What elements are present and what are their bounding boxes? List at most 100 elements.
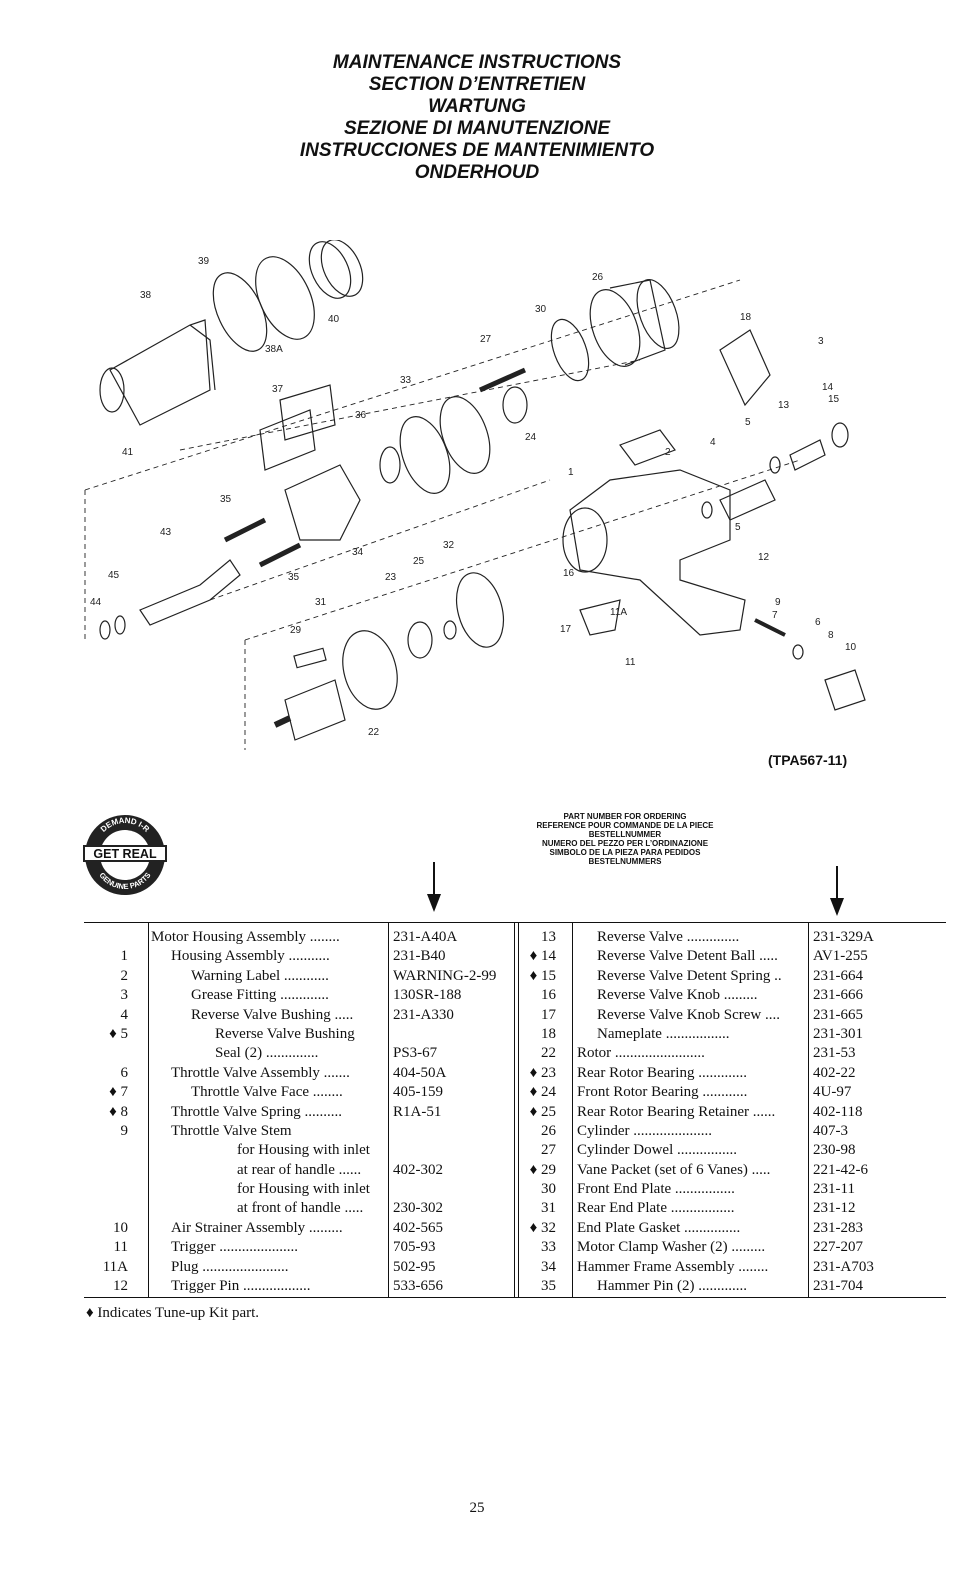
vane: [293, 647, 327, 669]
part-description: Throttle Valve Spring ..........: [171, 1103, 342, 1120]
part-description: Motor Housing Assembly ........: [151, 929, 340, 945]
down-arrow-icon: [830, 866, 844, 916]
part-description: Rear Rotor Bearing Retainer ......: [577, 1103, 776, 1120]
warning-label: [619, 429, 676, 466]
part-number: 130SR-188: [393, 987, 462, 1004]
table-row: Seal (2) .............. PS3-67: [84, 1044, 514, 1063]
header-line: NUMERO DEL PEZZO PER L’ORDINAZIONE: [541, 839, 709, 848]
part-description: Reverse Valve Bushing: [215, 1025, 355, 1042]
part-number: 402-118: [813, 1103, 863, 1120]
item-number: ♦ 23: [529, 1064, 556, 1081]
reverse-valve: [789, 439, 826, 471]
part-description: Air Strainer Assembly .........: [171, 1219, 343, 1236]
title-line: WARTUNG: [428, 96, 526, 117]
cylinder: [589, 279, 680, 367]
part-description: Rear End Plate .................: [577, 1200, 735, 1217]
callout: 6: [815, 617, 821, 628]
table-row: Motor Housing Assembly ........ 231-A40A: [84, 928, 514, 947]
part-number: WARNING-2-99: [393, 967, 497, 984]
item-number: 33: [541, 1239, 556, 1256]
end-cap: [308, 240, 364, 299]
part-description: Grease Fitting .............: [191, 987, 329, 1004]
item-number: 10: [113, 1219, 128, 1236]
part-description: Vane Packet (set of 6 Vanes) .....: [577, 1161, 771, 1178]
clamp-washer: [439, 396, 491, 474]
retaining-ring: [114, 615, 126, 635]
callout: 15: [828, 394, 840, 405]
table-row: for Housing with inlet: [84, 1180, 514, 1199]
callout: 17: [560, 624, 572, 635]
part-number: 231-704: [813, 1278, 863, 1295]
callout: 2: [665, 447, 671, 458]
callout: 37: [272, 384, 284, 395]
bearing-retainer: [443, 620, 457, 640]
item-number: 11A: [102, 1258, 128, 1275]
callout: 38: [140, 290, 152, 301]
part-description: Front End Plate ................: [577, 1181, 735, 1198]
title-block: MAINTENANCE INSTRUCTIONS SECTION D’ENTRE…: [0, 52, 954, 184]
nameplate: [719, 329, 771, 407]
callout: 32: [443, 540, 455, 551]
part-number: 231-666: [813, 987, 863, 1004]
part-number: PS3-67: [393, 1045, 438, 1062]
part-number: 231-A40A: [393, 929, 458, 945]
title-line: ONDERHOUD: [414, 162, 540, 183]
header-line: PART NUMBER FOR ORDERING: [563, 812, 687, 821]
part-number: 407-3: [813, 1122, 848, 1139]
reverse-valve-knob: [831, 422, 849, 448]
parts-table-left: Motor Housing Assembly ........ 231-A40A 1…: [84, 928, 514, 1296]
item-number: ♦ 29: [529, 1161, 556, 1178]
column-divider: [388, 923, 389, 1297]
part-description: Cylinder Dowel ................: [577, 1142, 737, 1159]
part-description: Reverse Valve Knob .........: [597, 987, 758, 1004]
part-number: 402-302: [393, 1161, 443, 1178]
callout: 13: [778, 400, 790, 411]
genuine-parts-badge: DEMAND I-R GENUINE PARTS GET REAL: [83, 815, 167, 895]
callout: 14: [822, 382, 834, 393]
table-row: 10 Air Strainer Assembly ......... 402-565: [84, 1219, 514, 1238]
bushing-seal: [701, 501, 713, 519]
item-number: 30: [541, 1181, 556, 1198]
part-number: 404-50A: [393, 1064, 447, 1081]
part-description: Hammer Frame Assembly ........: [577, 1258, 769, 1275]
part-number: 402-565: [393, 1219, 443, 1236]
title-line: SECTION D’ENTRETIEN: [368, 74, 586, 95]
washer: [379, 446, 401, 484]
callout: 30: [535, 304, 547, 315]
table-row: at front of handle .....230-302: [84, 1199, 514, 1218]
part-description: Seal (2) ..............: [215, 1045, 319, 1062]
rear-rotor-bearing: [407, 621, 433, 659]
bushing-seal: [769, 456, 781, 474]
table-row: at rear of handle ......402-302: [84, 1161, 514, 1180]
callout: 27: [480, 334, 492, 345]
part-number: 705-93: [393, 1239, 436, 1256]
page-number: 25: [469, 1500, 485, 1516]
part-number: 230-98: [813, 1142, 856, 1159]
part-description: Front Rotor Bearing ............: [577, 1084, 748, 1101]
table-bottom-rule: [84, 1297, 946, 1298]
callout: 12: [758, 552, 770, 563]
item-number: 35: [541, 1278, 556, 1295]
part-description: Reverse Valve ..............: [597, 929, 740, 945]
callout-labels: 39 38 40 38A 26 30 27 18 3 14 15 13 37 3…: [90, 256, 857, 738]
item-number: 31: [541, 1200, 556, 1217]
part-number: 231-301: [813, 1025, 863, 1042]
part-number: 231-664: [813, 967, 863, 984]
part-number: AV1-255: [813, 948, 868, 965]
item-number: ♦ 7: [109, 1084, 128, 1101]
item-number: 13: [541, 929, 556, 945]
callout: 11A: [610, 607, 627, 618]
item-number: 4: [120, 1006, 129, 1023]
callout: 44: [90, 597, 102, 608]
part-number: 230-302: [393, 1200, 443, 1217]
